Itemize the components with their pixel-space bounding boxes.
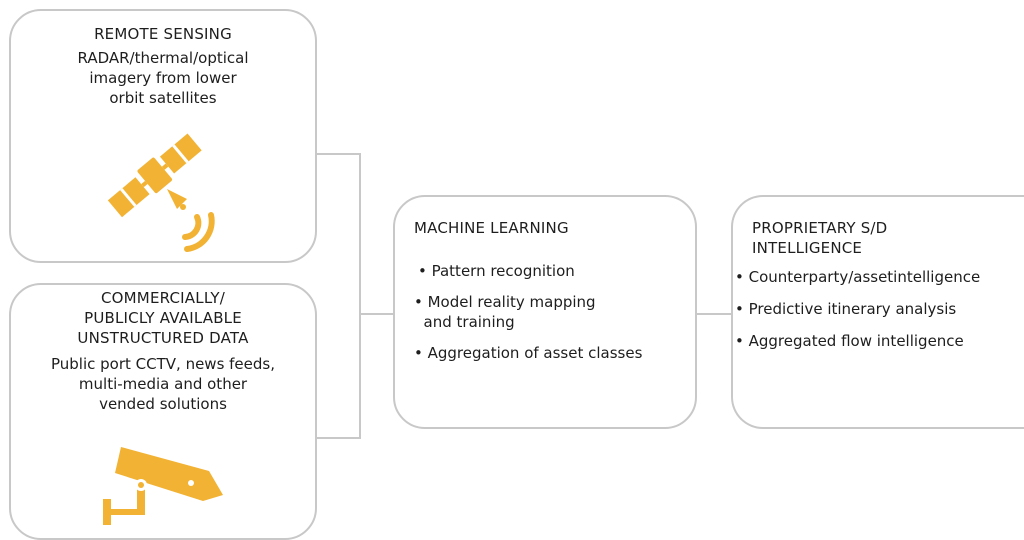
commercial-data-description: Public port CCTV, news feeds, multi-medi… xyxy=(50,355,275,413)
remote-sensing-box: REMOTE SENSING RADAR/thermal/optical ima… xyxy=(9,9,317,263)
machine-learning-box: MACHINE LEARNING • Pattern recognition •… xyxy=(393,195,697,429)
list-item: • Predictive itinerary analysis xyxy=(735,300,957,318)
remote-sensing-title: REMOTE SENSING xyxy=(94,25,232,43)
remote-sensing-description: RADAR/thermal/optical imagery from lower… xyxy=(77,49,249,107)
cctv-camera-icon xyxy=(103,447,223,525)
satellite-icon xyxy=(107,133,215,252)
proprietary-title: PROPRIETARY S/D INTELLIGENCE xyxy=(752,219,888,257)
proprietary-list: • Counterparty/assetintelligence • Predi… xyxy=(735,267,1024,351)
proprietary-intelligence-box: PROPRIETARY S/D INTELLIGENCE • Counterpa… xyxy=(731,195,1024,429)
commercial-data-title: COMMERCIALLY/ PUBLICLY AVAILABLE UNSTRUC… xyxy=(77,289,249,347)
list-item: • Aggregation of asset classes xyxy=(414,344,643,362)
list-item: • Pattern recognition xyxy=(418,262,575,280)
list-item: • Counterparty/assetintelligence xyxy=(735,268,981,286)
list-item: • Model reality mapping and training xyxy=(414,293,596,331)
machine-learning-list: • Pattern recognition • Model reality ma… xyxy=(414,261,695,363)
commercial-data-box: COMMERCIALLY/ PUBLICLY AVAILABLE UNSTRUC… xyxy=(9,283,317,540)
machine-learning-title: MACHINE LEARNING xyxy=(414,219,569,237)
list-item: • Aggregated flow intelligence xyxy=(735,332,964,350)
